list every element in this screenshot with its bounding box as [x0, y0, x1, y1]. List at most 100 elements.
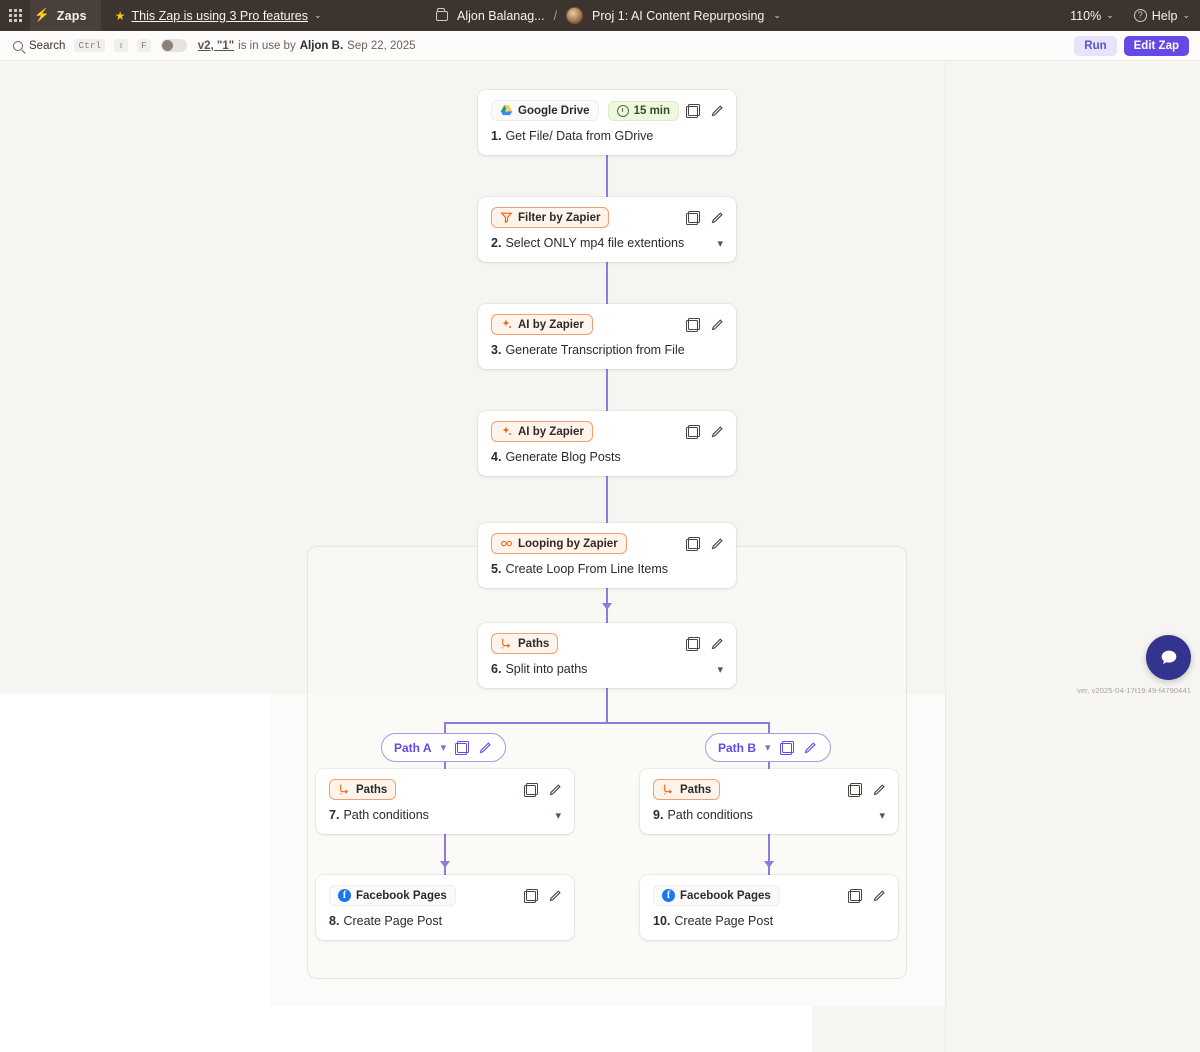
path-b-label: Path B — [718, 740, 757, 755]
search-button[interactable]: Search Ctrl ⇧ F — [13, 39, 151, 52]
node-8-number: 8. — [329, 914, 340, 928]
edit-zap-button[interactable]: Edit Zap — [1123, 36, 1189, 56]
node-2-app-badge[interactable]: Filter by Zapier — [491, 207, 610, 228]
node-card-10[interactable]: f Facebook Pages 10. Create Page Post — [640, 875, 898, 940]
build-version-text: ver. v2025-04-17t19:49-f4790441 — [1076, 686, 1191, 695]
copy-icon[interactable] — [686, 317, 700, 332]
copy-icon[interactable] — [524, 782, 538, 797]
breadcrumb-project-label[interactable]: Proj 1: AI Content Repurposing — [592, 8, 765, 23]
kbd-shift: ⇧ — [114, 39, 128, 52]
node-6-app-label: Paths — [518, 637, 550, 650]
pencil-icon[interactable] — [710, 424, 725, 439]
node-card-1[interactable]: Google Drive 15 min 1. Get File/ Data fr… — [478, 90, 736, 155]
pro-features-banner[interactable]: ★ This Zap is using 3 Pro features ⌄ — [115, 9, 322, 23]
chevron-down-icon[interactable]: ▾ — [879, 809, 885, 822]
node-8-actions — [524, 888, 563, 903]
copy-icon[interactable] — [455, 740, 470, 755]
pencil-icon[interactable] — [872, 782, 887, 797]
chevron-down-icon[interactable]: ▾ — [717, 237, 723, 250]
copy-icon[interactable] — [686, 636, 700, 651]
node-card-6[interactable]: Paths 6. Split into paths ▾ — [478, 623, 736, 688]
node-8-app-label: Facebook Pages — [356, 889, 447, 902]
node-3-app-label: AI by Zapier — [518, 318, 584, 331]
node-5-app-badge[interactable]: Looping by Zapier — [491, 533, 627, 554]
version-link[interactable]: v2, "1" — [197, 39, 235, 52]
paths-branch-icon — [502, 638, 510, 649]
apps-grid-icon[interactable] — [0, 0, 30, 31]
node-9-header: Paths — [640, 769, 898, 806]
node-7-title: Path conditions — [343, 808, 429, 822]
copy-icon[interactable] — [848, 782, 862, 797]
node-card-8[interactable]: f Facebook Pages 8. Create Page Post — [316, 875, 574, 940]
zaps-nav-item[interactable]: ⚡ Zaps — [30, 0, 101, 31]
ai-sparkle-icon — [502, 426, 511, 435]
node-7-app-badge[interactable]: Paths — [329, 779, 397, 800]
pencil-icon[interactable] — [548, 782, 563, 797]
chevron-down-icon[interactable]: ⌄ — [314, 10, 322, 20]
version-date: Sep 22, 2025 — [347, 39, 416, 52]
node-9-app-badge[interactable]: Paths — [653, 779, 721, 800]
node-10-app-badge[interactable]: f Facebook Pages — [653, 885, 780, 906]
node-card-7[interactable]: Paths 7. Path conditions ▾ — [316, 769, 574, 834]
draft-live-toggle[interactable] — [160, 39, 187, 52]
node-card-4[interactable]: AI by Zapier 4. Generate Blog Posts — [478, 411, 736, 476]
copy-icon[interactable] — [686, 103, 701, 118]
node-9-actions — [848, 782, 887, 797]
node-6-app-badge[interactable]: Paths — [491, 633, 559, 654]
speech-bubble-glyph — [1161, 650, 1176, 664]
node-4-number: 4. — [491, 450, 502, 464]
node-9-body: 9. Path conditions ▾ — [640, 806, 898, 834]
breadcrumb-folder-label[interactable]: Aljon Balanag... — [457, 8, 545, 23]
chevron-down-icon[interactable]: ▾ — [555, 809, 561, 822]
pencil-icon[interactable] — [803, 740, 818, 755]
zap-editor-canvas[interactable]: Google Drive 15 min 1. Get File/ Data fr… — [0, 61, 1200, 1052]
node-1-app-badge[interactable]: Google Drive — [491, 100, 599, 121]
path-b-pill[interactable]: Path B ▾ — [705, 733, 831, 762]
copy-icon[interactable] — [686, 536, 700, 551]
node-6-title: Split into paths — [505, 662, 588, 676]
node-card-5[interactable]: Looping by Zapier 5. Create Loop From Li… — [478, 523, 736, 588]
node-card-3[interactable]: AI by Zapier 3. Generate Transcription f… — [478, 304, 736, 369]
folder-icon — [436, 8, 448, 21]
search-label: Search — [29, 39, 66, 52]
pencil-icon[interactable] — [478, 740, 493, 755]
node-4-actions — [686, 424, 725, 439]
pencil-icon[interactable] — [710, 636, 725, 651]
version-status: v2, "1" is in use by Aljon B. Sep 22, 20… — [198, 40, 416, 52]
pencil-icon[interactable] — [710, 210, 725, 225]
node-1-actions — [686, 103, 725, 118]
ai-sparkle-icon — [502, 319, 511, 328]
copy-icon[interactable] — [686, 424, 700, 439]
copy-icon[interactable] — [686, 210, 700, 225]
zoom-level-selector[interactable]: 110% ⌄ — [1070, 9, 1114, 23]
pencil-icon[interactable] — [710, 317, 725, 332]
node-3-app-badge[interactable]: AI by Zapier — [491, 314, 593, 335]
node-4-header: AI by Zapier — [478, 411, 736, 448]
paths-branch-icon — [340, 784, 348, 795]
copy-icon[interactable] — [524, 888, 538, 903]
node-7-header: Paths — [316, 769, 574, 806]
chevron-down-icon[interactable]: ▾ — [765, 742, 771, 754]
pencil-icon[interactable] — [710, 536, 725, 551]
facebook-icon: f — [662, 889, 675, 902]
run-button[interactable]: Run — [1074, 36, 1117, 56]
copy-icon[interactable] — [848, 888, 862, 903]
pencil-icon[interactable] — [710, 103, 725, 118]
pencil-icon[interactable] — [548, 888, 563, 903]
chat-bubble-icon[interactable] — [1146, 635, 1191, 680]
pencil-icon[interactable] — [872, 888, 887, 903]
chevron-down-icon[interactable]: ▾ — [717, 663, 723, 676]
node-card-2[interactable]: Filter by Zapier 2. Select ONLY mp4 file… — [478, 197, 736, 262]
chevron-down-icon[interactable]: ⌄ — [773, 10, 781, 20]
chevron-down-icon[interactable]: ▾ — [440, 742, 447, 754]
node-4-app-badge[interactable]: AI by Zapier — [491, 421, 593, 442]
node-7-body: 7. Path conditions ▾ — [316, 806, 574, 834]
copy-icon[interactable] — [779, 740, 794, 755]
path-a-pill[interactable]: Path A ▾ — [381, 733, 507, 762]
node-8-app-badge[interactable]: f Facebook Pages — [329, 885, 456, 906]
node-card-9[interactable]: Paths 9. Path conditions ▾ — [640, 769, 898, 834]
help-menu[interactable]: ? Help ⌄ — [1133, 9, 1190, 23]
node-1-time-badge: 15 min — [607, 100, 680, 121]
node-1-number: 1. — [491, 129, 502, 143]
path-a-label: Path A — [394, 740, 432, 755]
